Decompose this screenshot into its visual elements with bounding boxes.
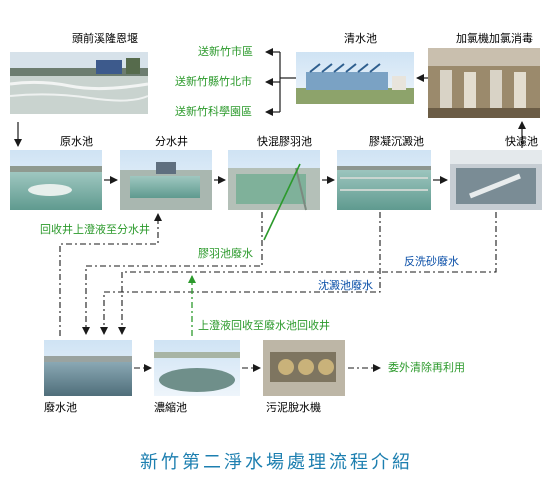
rapid-mix-photo bbox=[228, 150, 320, 211]
dewatering-label: 污泥脫水機 bbox=[266, 401, 321, 414]
raw-water-pond-photo bbox=[10, 150, 102, 210]
rapid-filter-photo bbox=[450, 150, 542, 210]
floc-waste-label: 膠羽池廢水 bbox=[198, 247, 253, 260]
green-flow-lines bbox=[188, 163, 301, 336]
sedimentation-photo bbox=[337, 150, 431, 210]
sediment-waste-label: 沈澱池廢水 bbox=[318, 279, 373, 292]
chlorination-photo bbox=[428, 48, 540, 118]
clear-well-label: 清水池 bbox=[344, 32, 377, 45]
diagram-title: 新竹第二淨水場處理流程介紹 bbox=[140, 452, 413, 473]
rapid-mix-label: 快混膠羽池 bbox=[257, 135, 312, 148]
main-flow-arrows bbox=[14, 48, 526, 184]
weir-label: 頭前溪隆恩堰 bbox=[72, 32, 138, 45]
split-well-photo bbox=[120, 150, 212, 210]
waste-pond-label: 廢水池 bbox=[44, 401, 77, 414]
destination-zhubei: 送新竹縣竹北市 bbox=[175, 75, 252, 88]
outsourced-label: 委外清除再利用 bbox=[388, 361, 465, 374]
sedimentation-label: 膠凝沉澱池 bbox=[369, 135, 424, 148]
waste-flow-lines bbox=[59, 212, 497, 372]
rapid-filter-label: 快濾池 bbox=[505, 135, 538, 148]
destination-hsinchu-city: 送新竹市區 bbox=[198, 45, 253, 58]
recovery-to-split-label: 回收井上澄液至分水井 bbox=[40, 223, 150, 236]
clear-well-photo bbox=[296, 52, 414, 104]
destination-science-park: 送新竹科學園區 bbox=[175, 105, 252, 118]
waste-pond-photo bbox=[44, 340, 132, 396]
raw-water-pond-label: 原水池 bbox=[60, 135, 93, 148]
weir-photo bbox=[9, 52, 149, 114]
thickener-photo bbox=[154, 340, 240, 396]
backwash-waste-label: 反洗砂廢水 bbox=[404, 255, 459, 268]
thickener-label: 濃縮池 bbox=[154, 401, 187, 414]
dewatering-photo bbox=[263, 340, 345, 396]
chlorination-label: 加氯機加氯消毒 bbox=[456, 32, 533, 45]
split-well-label: 分水井 bbox=[155, 135, 188, 148]
supernatant-return-label: 上澄液回收至廢水池回收井 bbox=[198, 319, 330, 332]
